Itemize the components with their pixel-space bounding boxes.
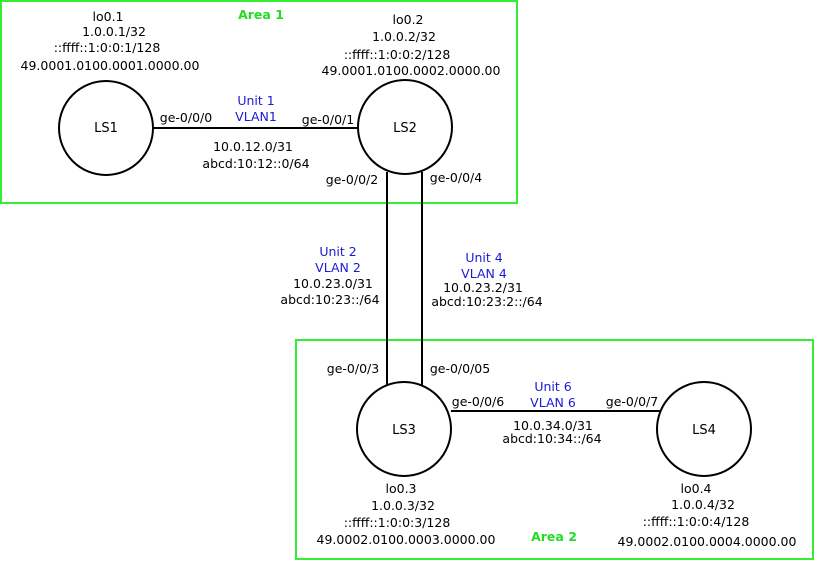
link-ls2-ls3-unit2-unit: Unit 2 bbox=[319, 244, 356, 259]
ls1-lo-name: lo0.1 bbox=[93, 9, 124, 24]
link-ls3-ls4-vlan: VLAN 6 bbox=[530, 395, 576, 410]
ls4-interface-label-ge007: ge-0/0/7 bbox=[606, 394, 658, 409]
ls1-net: 49.0001.0100.0001.0000.00 bbox=[21, 58, 200, 73]
link-ls1-ls2-unit: Unit 1 bbox=[237, 93, 274, 108]
ls3-lo-ipv6: ::ffff::1:0:0:3/128 bbox=[344, 515, 451, 530]
node-ls1-name: LS1 bbox=[94, 121, 118, 136]
ls2-net: 49.0001.0100.0002.0000.00 bbox=[322, 63, 501, 78]
area-2-box bbox=[295, 339, 814, 560]
link-ls3-ls4-ipv6: abcd:10:34::/64 bbox=[502, 431, 601, 446]
ls3-lo-name: lo0.3 bbox=[386, 481, 417, 496]
link-ls2-ls3-unit4-vlan: VLAN 4 bbox=[461, 266, 507, 281]
node-ls2-name: LS2 bbox=[393, 121, 417, 136]
link-ls3-ls4-unit: Unit 6 bbox=[534, 379, 571, 394]
link-ls2-ls3-unit2-ipv6: abcd:10:23::/64 bbox=[280, 292, 379, 307]
area-2-label: Area 2 bbox=[531, 529, 577, 544]
link-ls2-ls3-unit4-unit: Unit 4 bbox=[465, 250, 502, 265]
node-ls3-name: LS3 bbox=[392, 423, 416, 438]
ls2-lo-name: lo0.2 bbox=[393, 12, 424, 27]
node-ls4-name: LS4 bbox=[692, 423, 716, 438]
area-1-box bbox=[0, 0, 518, 204]
ls2-lo-ipv6: ::ffff::1:0:0:2/128 bbox=[344, 47, 451, 62]
ls1-lo-ipv6: ::ffff::1:0:0:1/128 bbox=[54, 40, 161, 55]
ls3-interface-label-ge003: ge-0/0/3 bbox=[327, 361, 379, 376]
node-ls3-circle[interactable] bbox=[356, 381, 452, 477]
link-ls1-ls2-ipv4: 10.0.12.0/31 bbox=[213, 139, 293, 154]
ls3-net: 49.0002.0100.0003.0000.00 bbox=[317, 532, 496, 547]
ls4-lo-ipv4: 1.0.0.4/32 bbox=[671, 497, 735, 512]
ls4-net: 49.0002.0100.0004.0000.00 bbox=[618, 534, 797, 549]
link-ls3-ls4-ipv4: 10.0.34.0/31 bbox=[513, 418, 593, 433]
node-ls4-circle[interactable] bbox=[656, 381, 752, 477]
ls3-lo-ipv4: 1.0.0.3/32 bbox=[371, 498, 435, 513]
ls1-lo-ipv4: 1.0.0.1/32 bbox=[82, 24, 146, 39]
ls4-lo-ipv6: ::ffff::1:0:0:4/128 bbox=[643, 514, 750, 529]
ls1-interface-label: ge-0/0/0 bbox=[160, 110, 212, 125]
ls2-lo-ipv4: 1.0.0.2/32 bbox=[372, 29, 436, 44]
link-ls2-ls3-unit2-ipv4: 10.0.23.0/31 bbox=[293, 276, 373, 291]
area-1-label: Area 1 bbox=[238, 7, 284, 22]
link-ls1-ls2-ipv6: abcd:10:12::0/64 bbox=[202, 156, 309, 171]
node-ls2-circle[interactable] bbox=[357, 79, 453, 175]
ls2-interface-label-ge004: ge-0/0/4 bbox=[430, 170, 482, 185]
ls3-interface-label-ge006: ge-0/0/6 bbox=[452, 394, 504, 409]
node-ls1-circle[interactable] bbox=[58, 80, 154, 176]
link-ls2-ls3-unit4-ipv4: 10.0.23.2/31 bbox=[443, 280, 523, 295]
ls2-interface-label-ge001: ge-0/0/1 bbox=[302, 112, 354, 127]
ls4-lo-name: lo0.4 bbox=[681, 481, 712, 496]
ls3-interface-label-ge005: ge-0/0/05 bbox=[430, 361, 490, 376]
link-ls2-ls3-unit4-ipv6: abcd:10:23:2::/64 bbox=[431, 294, 542, 309]
link-ls2-ls3-unit2-vlan: VLAN 2 bbox=[315, 260, 361, 275]
link-ls1-ls2-vlan: VLAN1 bbox=[235, 109, 277, 124]
ls2-interface-label-ge002: ge-0/0/2 bbox=[326, 172, 378, 187]
